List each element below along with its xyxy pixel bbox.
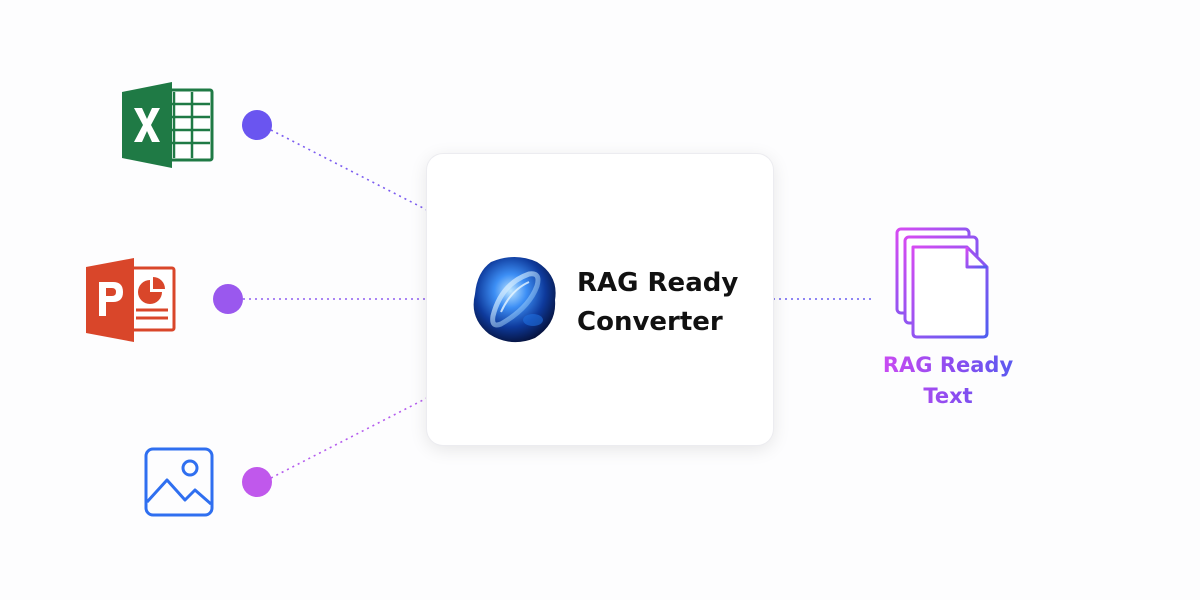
converter-title: RAG Ready Converter [577,268,739,337]
node-dot-powerpoint [213,284,243,314]
converter-card: RAG Ready Converter [427,154,773,445]
output-label: RAG Ready Text [868,350,1028,412]
documents-icon [893,225,993,340]
connector-excel [270,129,428,211]
powerpoint-icon [84,258,176,342]
excel-icon [120,82,214,168]
connector-image [270,397,428,479]
image-icon [143,446,215,518]
converter-logo-icon [473,257,556,343]
node-dot-image [242,467,272,497]
node-dot-excel [242,110,272,140]
